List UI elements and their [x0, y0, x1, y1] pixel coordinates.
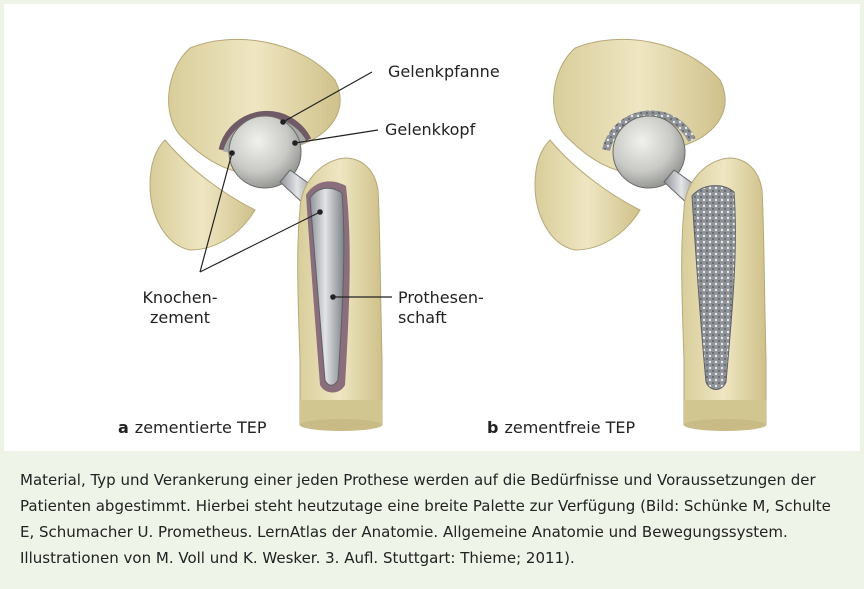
panel-a-art: [150, 39, 382, 431]
label-knochenzement-line1: Knochen-: [130, 288, 230, 308]
label-gelenkpfanne: Gelenkpfanne: [388, 62, 500, 82]
panel-a-title: zementierte TEP: [135, 418, 267, 437]
label-knochenzement-line2: zement: [130, 308, 230, 328]
panel-a-caption: a zementierte TEP: [118, 418, 266, 437]
panel-b-title: zementfreie TEP: [504, 418, 635, 437]
panel-b-caption: b zementfreie TEP: [487, 418, 635, 437]
label-gelenkkopf: Gelenkkopf: [385, 120, 475, 140]
panel-b-art: [535, 39, 766, 431]
panel-b-letter: b: [487, 418, 498, 437]
figure-caption: Material, Typ und Verankerung einer jede…: [20, 467, 846, 571]
label-prothesenschaft-line2: schaft: [398, 308, 484, 328]
label-knochenzement: Knochen- zement: [130, 288, 230, 328]
panel-a-letter: a: [118, 418, 129, 437]
label-prothesenschaft-line1: Prothesen-: [398, 288, 484, 308]
label-prothesenschaft: Prothesen- schaft: [398, 288, 484, 328]
